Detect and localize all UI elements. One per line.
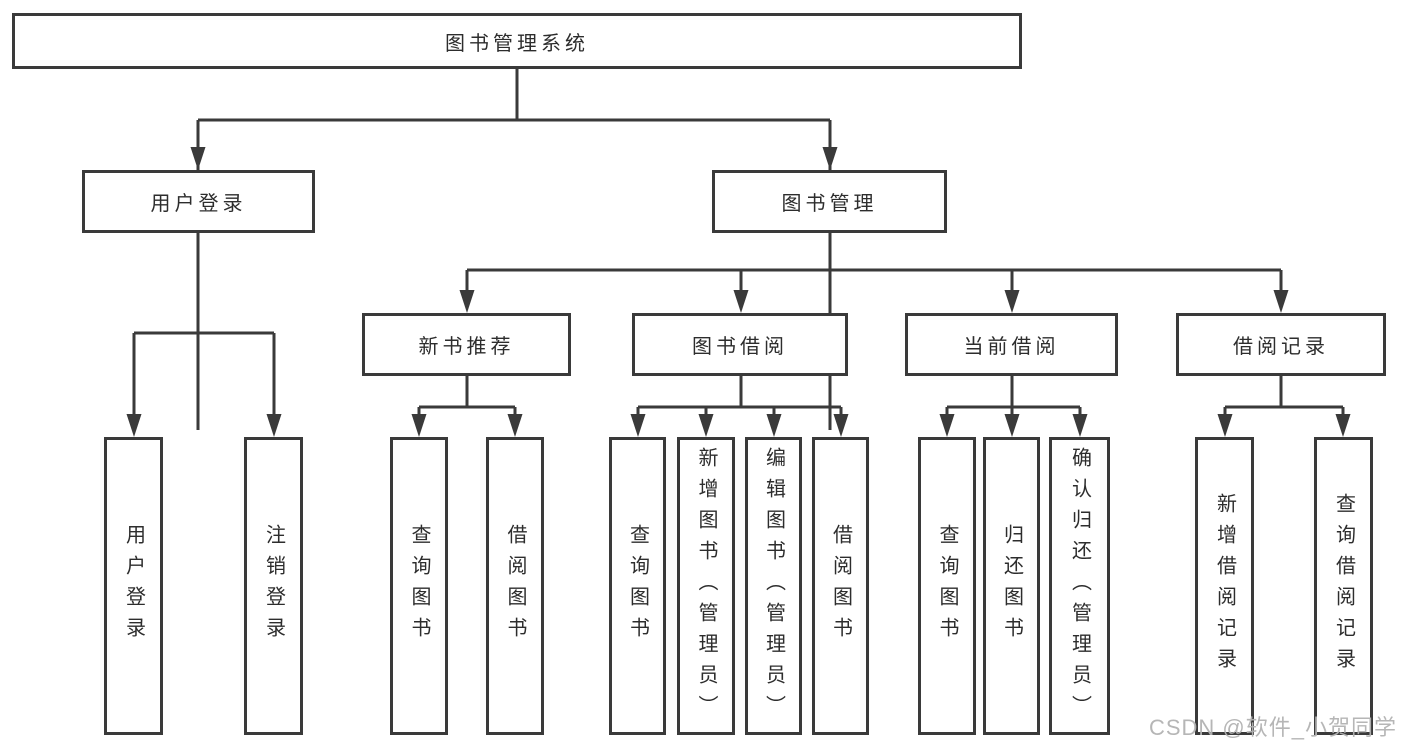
leaf-add-books-admin: 新增图书（管理员）	[677, 437, 735, 735]
leaf-logout: 注销登录	[244, 437, 303, 735]
csdn-watermark: CSDN @软件_小贺同学	[1148, 715, 1397, 740]
connector-borrow-records-to-leaves	[1217, 375, 1351, 437]
leaf-label: 新增借阅记录	[1213, 493, 1236, 679]
leaf-label: 查询图书	[408, 524, 430, 648]
node-label: 用户登录	[150, 193, 247, 215]
leaf-label: 编辑图书（管理员）	[762, 446, 785, 726]
connector-current-borrowing-to-leaves	[939, 375, 1088, 437]
node-label: 图书借阅	[692, 336, 788, 358]
node-borrow-records: 借阅记录	[1176, 313, 1386, 376]
leaf-label: 用户登录	[122, 524, 145, 648]
leaf-label: 借阅图书	[829, 524, 852, 648]
leaf-query-borrow-record: 查询借阅记录	[1314, 437, 1373, 735]
node-label: 图书管理系统	[445, 32, 589, 55]
connector-user-login-to-leaves	[126, 232, 282, 437]
leaf-user-login: 用户登录	[104, 437, 163, 735]
leaf-label: 查询图书	[936, 524, 958, 648]
leaf-borrow-books-recommend: 借阅图书	[486, 437, 544, 735]
leaf-label: 新增图书（管理员）	[695, 446, 717, 726]
connector-book-borrowing-to-leaves	[630, 375, 849, 437]
node-user-login: 用户登录	[82, 170, 315, 233]
leaf-label: 归还图书	[1000, 524, 1023, 648]
leaf-confirm-return-admin: 确认归还（管理员）	[1049, 437, 1110, 735]
leaf-query-books-current: 查询图书	[918, 437, 976, 735]
node-label: 借阅记录	[1233, 336, 1329, 358]
leaf-label: 确认归还（管理员）	[1068, 446, 1091, 726]
leaf-label: 借阅图书	[504, 524, 526, 648]
node-book-borrowing: 图书借阅	[632, 313, 848, 376]
connector-new-book-recommend-to-leaves	[411, 375, 523, 437]
leaf-query-books-recommend: 查询图书	[390, 437, 448, 735]
node-current-borrowing: 当前借阅	[905, 313, 1118, 376]
leaf-add-borrow-record: 新增借阅记录	[1195, 437, 1254, 735]
node-new-book-recommend: 新书推荐	[362, 313, 571, 376]
leaf-borrow-books: 借阅图书	[812, 437, 869, 735]
leaf-query-books-borrowing: 查询图书	[609, 437, 666, 735]
leaf-return-books: 归还图书	[983, 437, 1040, 735]
node-label: 图书管理	[781, 193, 878, 215]
connector-root-to-level2	[190, 69, 838, 430]
leaf-label: 查询借阅记录	[1332, 493, 1355, 679]
leaf-edit-books-admin: 编辑图书（管理员）	[745, 437, 802, 735]
node-library-management-system: 图书管理系统	[12, 13, 1022, 69]
leaf-label: 查询图书	[626, 524, 649, 648]
leaf-label: 注销登录	[262, 524, 285, 648]
node-label: 新书推荐	[418, 336, 515, 358]
connector-book-management-to-level3	[459, 232, 1289, 313]
node-book-management: 图书管理	[712, 170, 947, 233]
node-label: 当前借阅	[963, 336, 1060, 358]
